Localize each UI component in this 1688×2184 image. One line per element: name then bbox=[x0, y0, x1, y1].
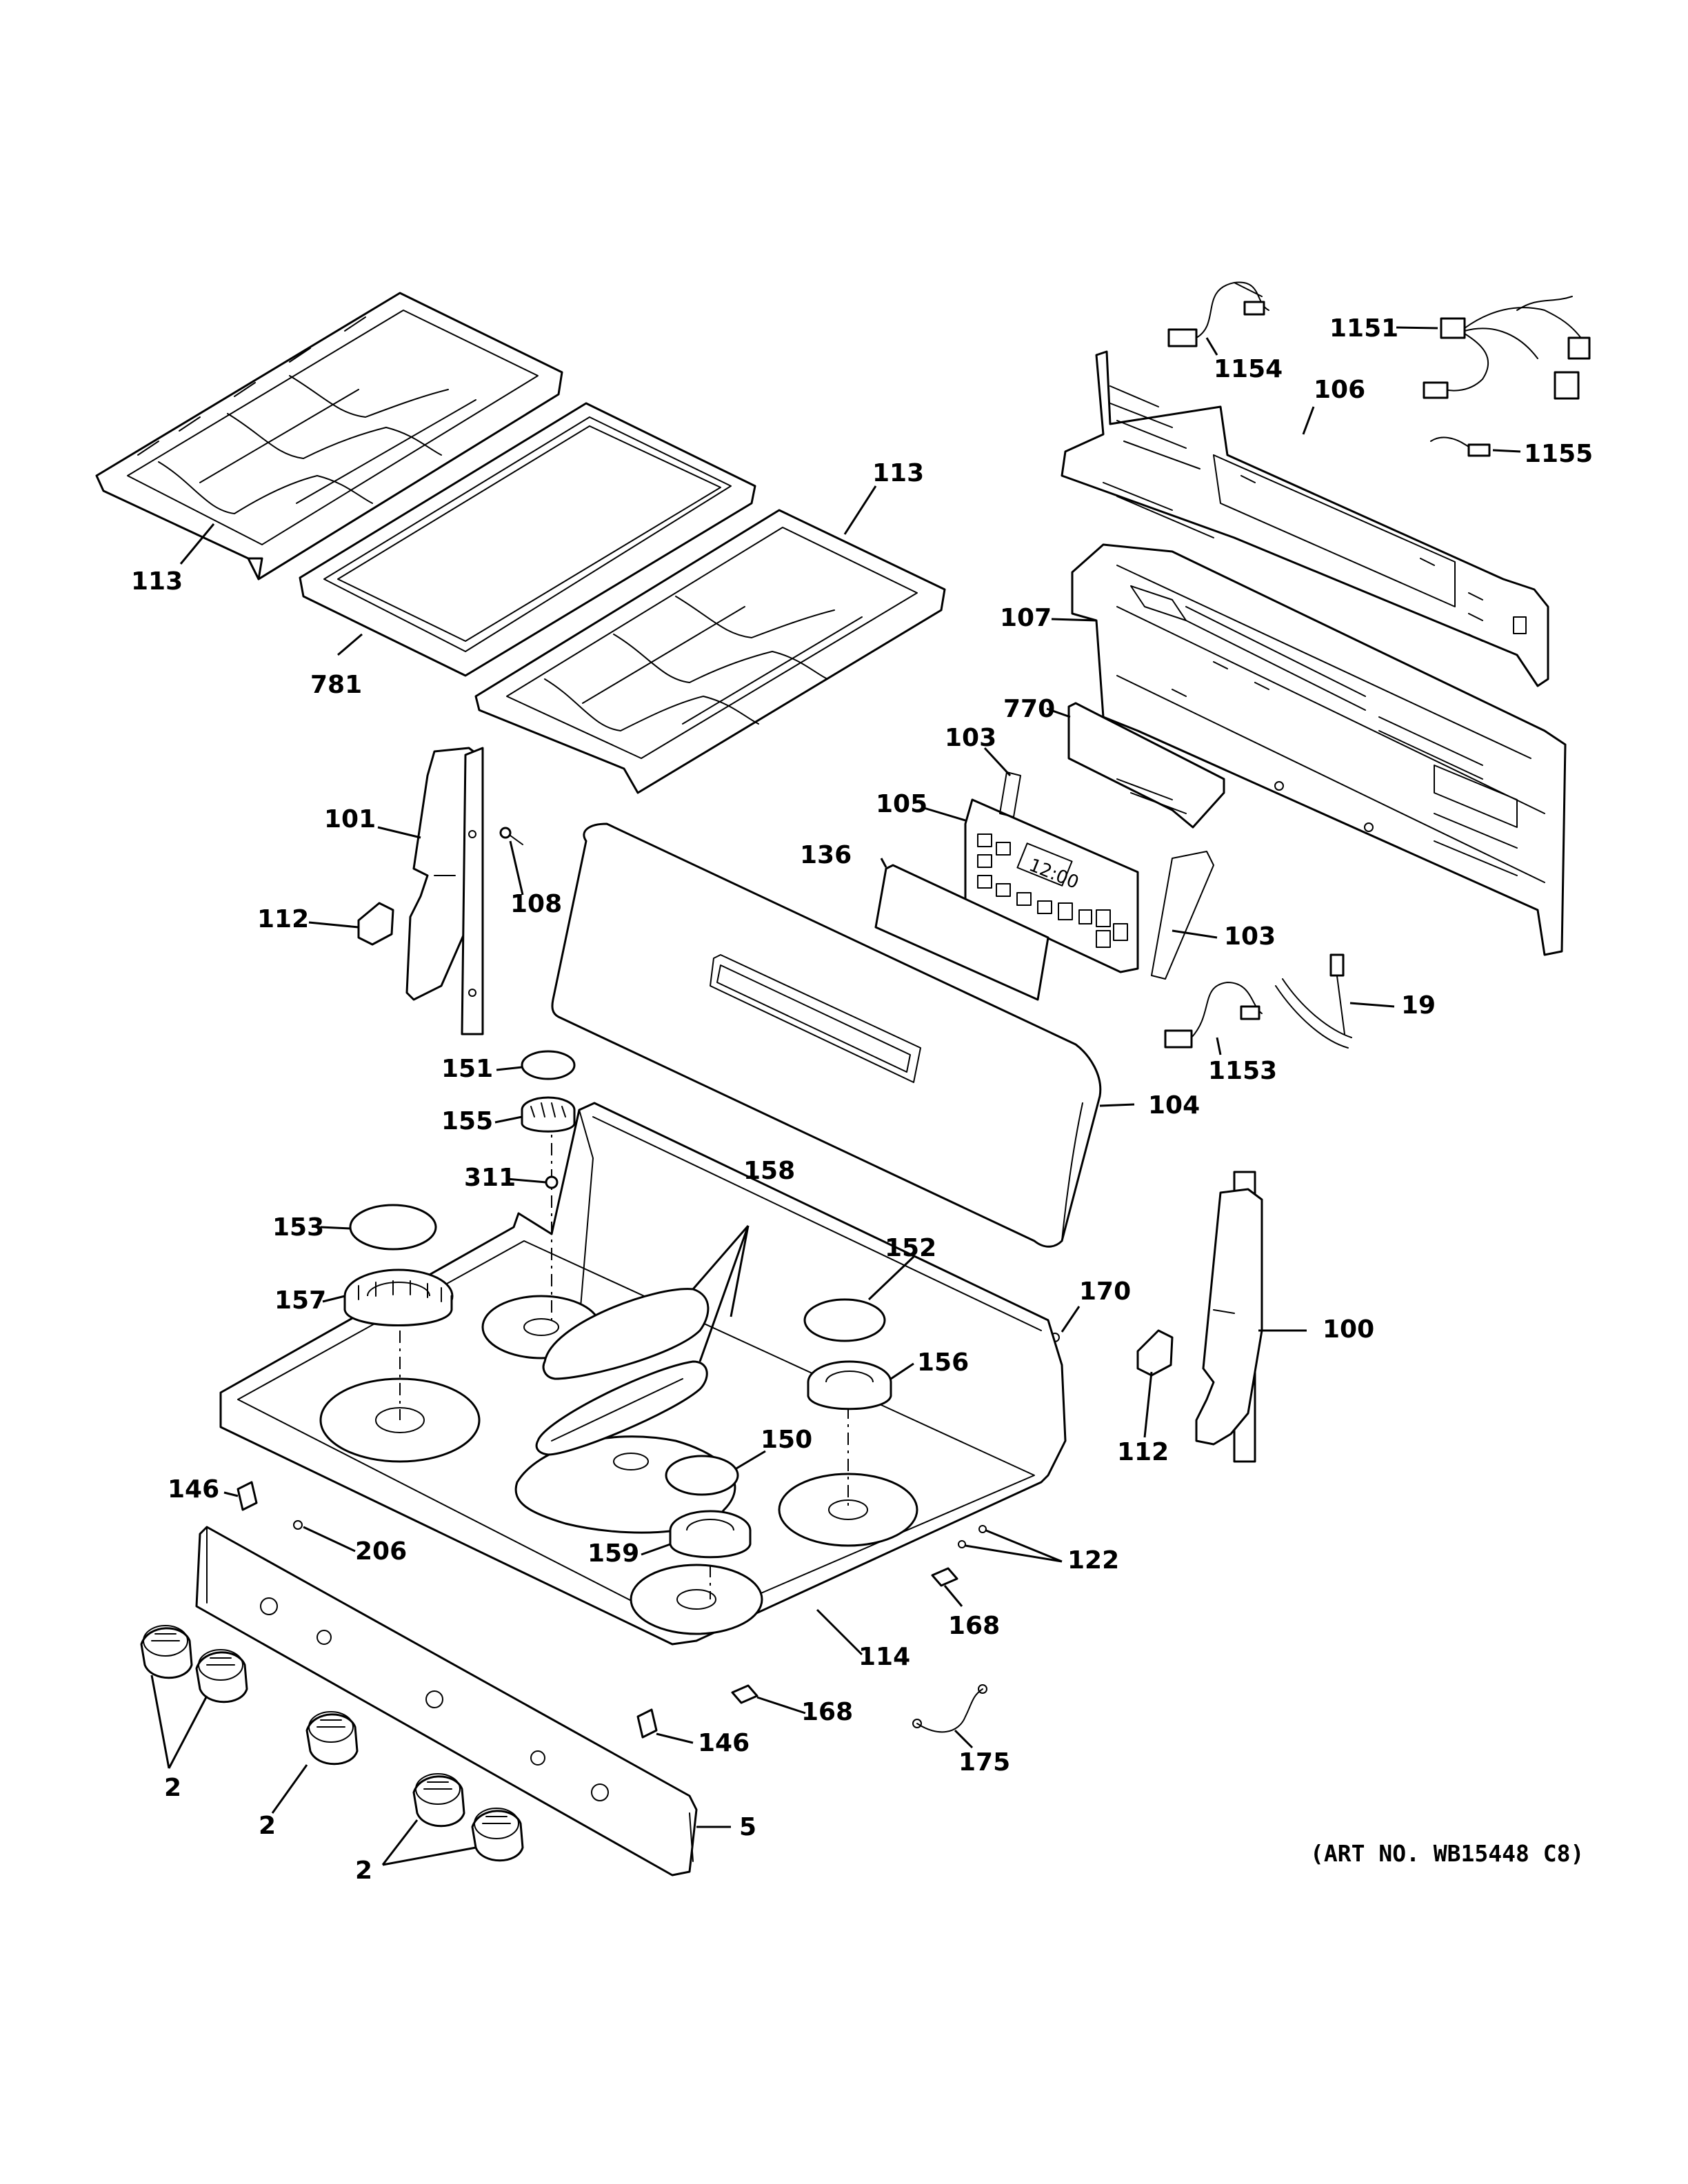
callout-168-lower: 168 bbox=[801, 1698, 853, 1726]
callout-104: 104 bbox=[1148, 1091, 1200, 1120]
burner-head-157 bbox=[343, 1268, 454, 1326]
side-trim-left-101 bbox=[405, 747, 484, 1035]
wire-harness-1154 bbox=[1167, 281, 1269, 347]
knob-4 bbox=[412, 1773, 465, 1828]
callout-114: 114 bbox=[858, 1643, 910, 1671]
clip-168-upper bbox=[931, 1567, 958, 1587]
burner-head-156 bbox=[807, 1360, 892, 1410]
backguard-upper-panel-106 bbox=[1061, 350, 1549, 687]
burner-cap-150 bbox=[665, 1455, 739, 1496]
callout-152: 152 bbox=[885, 1234, 936, 1262]
callout-151: 151 bbox=[441, 1055, 493, 1083]
wire-harness-1155 bbox=[1430, 436, 1491, 457]
screws-122 bbox=[958, 1525, 987, 1548]
callout-153: 153 bbox=[272, 1213, 324, 1242]
overlay-136 bbox=[874, 864, 1049, 1001]
knob-2 bbox=[195, 1649, 248, 1703]
callout-2-third: 2 bbox=[355, 1857, 372, 1885]
burner-cap-152 bbox=[803, 1298, 886, 1342]
burner-head-155 bbox=[521, 1096, 576, 1133]
callout-5: 5 bbox=[739, 1813, 756, 1841]
wire-harness-1153 bbox=[1164, 982, 1263, 1049]
callout-168-upper: 168 bbox=[948, 1612, 1000, 1640]
callout-159: 159 bbox=[587, 1539, 639, 1568]
callout-122: 122 bbox=[1067, 1546, 1119, 1575]
callout-101: 101 bbox=[324, 805, 376, 833]
callout-170: 170 bbox=[1079, 1277, 1131, 1306]
callout-146-right: 146 bbox=[698, 1729, 750, 1757]
callout-106: 106 bbox=[1314, 376, 1365, 404]
callout-100: 100 bbox=[1323, 1315, 1374, 1344]
callout-136: 136 bbox=[800, 841, 852, 869]
art-number: (ART NO. WB15448 C8) bbox=[1310, 1840, 1584, 1867]
callout-113-right: 113 bbox=[872, 459, 924, 487]
cable-tie-19 bbox=[1275, 953, 1352, 1049]
callout-1151: 1151 bbox=[1329, 314, 1398, 343]
control-board-105: 12:00 bbox=[964, 798, 1139, 973]
callout-1153: 1153 bbox=[1208, 1057, 1277, 1085]
clip-168-lower bbox=[731, 1684, 758, 1704]
wire-175 bbox=[912, 1684, 987, 1733]
callout-155: 155 bbox=[441, 1107, 493, 1135]
callout-112-left: 112 bbox=[257, 905, 309, 933]
callout-157: 157 bbox=[274, 1286, 326, 1315]
callout-19: 19 bbox=[1401, 991, 1436, 1020]
callout-158: 158 bbox=[743, 1157, 795, 1185]
callout-2-first: 2 bbox=[164, 1774, 181, 1802]
knob-1 bbox=[140, 1625, 193, 1679]
callout-770: 770 bbox=[1003, 695, 1055, 723]
orifice-311 bbox=[545, 1175, 559, 1189]
knob-5 bbox=[471, 1808, 524, 1862]
mounting-bracket-103-upper bbox=[999, 771, 1021, 818]
callout-1155: 1155 bbox=[1524, 440, 1593, 468]
clip-146-right bbox=[636, 1708, 658, 1739]
screw-108 bbox=[499, 827, 523, 845]
callout-206: 206 bbox=[355, 1537, 407, 1566]
callout-781: 781 bbox=[310, 671, 362, 699]
screw-206 bbox=[293, 1520, 303, 1530]
callout-105: 105 bbox=[876, 790, 927, 818]
backsplash-trim-104 bbox=[551, 822, 1102, 1248]
griddle bbox=[299, 402, 756, 677]
oval-burner-head-158 bbox=[535, 1360, 708, 1456]
callout-146-left: 146 bbox=[168, 1475, 219, 1504]
callout-103-upper: 103 bbox=[945, 724, 996, 752]
callout-108: 108 bbox=[510, 890, 562, 918]
burner-cap-151 bbox=[521, 1050, 576, 1080]
callout-107: 107 bbox=[1000, 604, 1052, 632]
burner-cap-153 bbox=[349, 1204, 437, 1251]
left-burner-grate bbox=[95, 292, 563, 580]
callout-labels: 113 113 781 1154 1151 106 1155 107 770 1… bbox=[131, 314, 1593, 1885]
callout-311: 311 bbox=[464, 1164, 516, 1192]
leader-lines bbox=[150, 326, 1521, 1866]
callout-103-lower: 103 bbox=[1224, 922, 1276, 951]
callout-156: 156 bbox=[917, 1348, 969, 1377]
control-shield-770 bbox=[1067, 702, 1225, 829]
bracket-112-right bbox=[1136, 1329, 1174, 1377]
callout-2-second: 2 bbox=[259, 1812, 276, 1840]
callout-175: 175 bbox=[958, 1748, 1010, 1777]
clip-146-left bbox=[237, 1481, 258, 1511]
side-trim-right-100 bbox=[1195, 1171, 1263, 1463]
manifold-panel-5 bbox=[195, 1526, 698, 1877]
knob-3 bbox=[305, 1711, 359, 1766]
oval-burner-cap-158 bbox=[542, 1288, 710, 1380]
callout-150: 150 bbox=[761, 1426, 812, 1454]
callout-1154: 1154 bbox=[1214, 355, 1283, 383]
bracket-112-left bbox=[357, 902, 394, 946]
right-burner-grate bbox=[474, 509, 946, 794]
callout-112-right: 112 bbox=[1117, 1438, 1169, 1466]
callout-113-left: 113 bbox=[131, 567, 183, 596]
mounting-bracket-103-lower bbox=[1151, 851, 1214, 980]
burner-head-159 bbox=[669, 1510, 752, 1559]
wire-harness-1151 bbox=[1423, 296, 1591, 400]
